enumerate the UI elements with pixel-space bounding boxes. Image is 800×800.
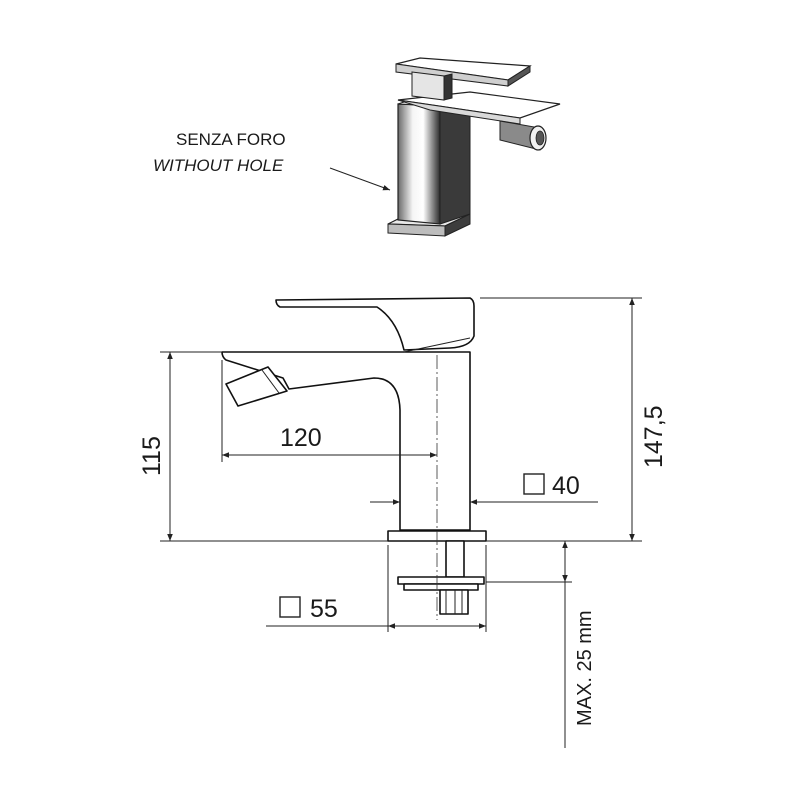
note-line-it: SENZA FORO	[176, 130, 286, 149]
square-symbol-icon	[279, 596, 301, 618]
dim-spout-height: 115	[138, 351, 388, 542]
product-render	[387, 57, 561, 237]
dim-label-120: 120	[280, 424, 322, 452]
dim-base-square: 55	[266, 545, 487, 632]
dim-label-115: 115	[138, 436, 166, 476]
square-symbol-icon	[523, 473, 545, 495]
note-line-en: WITHOUT HOLE	[153, 156, 284, 175]
dim-label-55: 55	[310, 595, 338, 623]
dim-label-147-5: 147,5	[640, 405, 668, 468]
dim-total-height: 147,5	[480, 297, 668, 542]
dim-label-max-25: MAX. 25 mm	[574, 610, 596, 726]
dim-label-40: 40	[552, 472, 580, 500]
faucet-outline	[221, 297, 487, 620]
arrow-icon	[329, 167, 391, 191]
dim-spout-reach: 120	[221, 360, 437, 462]
dim-max-thickness: MAX. 25 mm	[486, 541, 596, 748]
dim-body-square: 40	[370, 472, 598, 505]
